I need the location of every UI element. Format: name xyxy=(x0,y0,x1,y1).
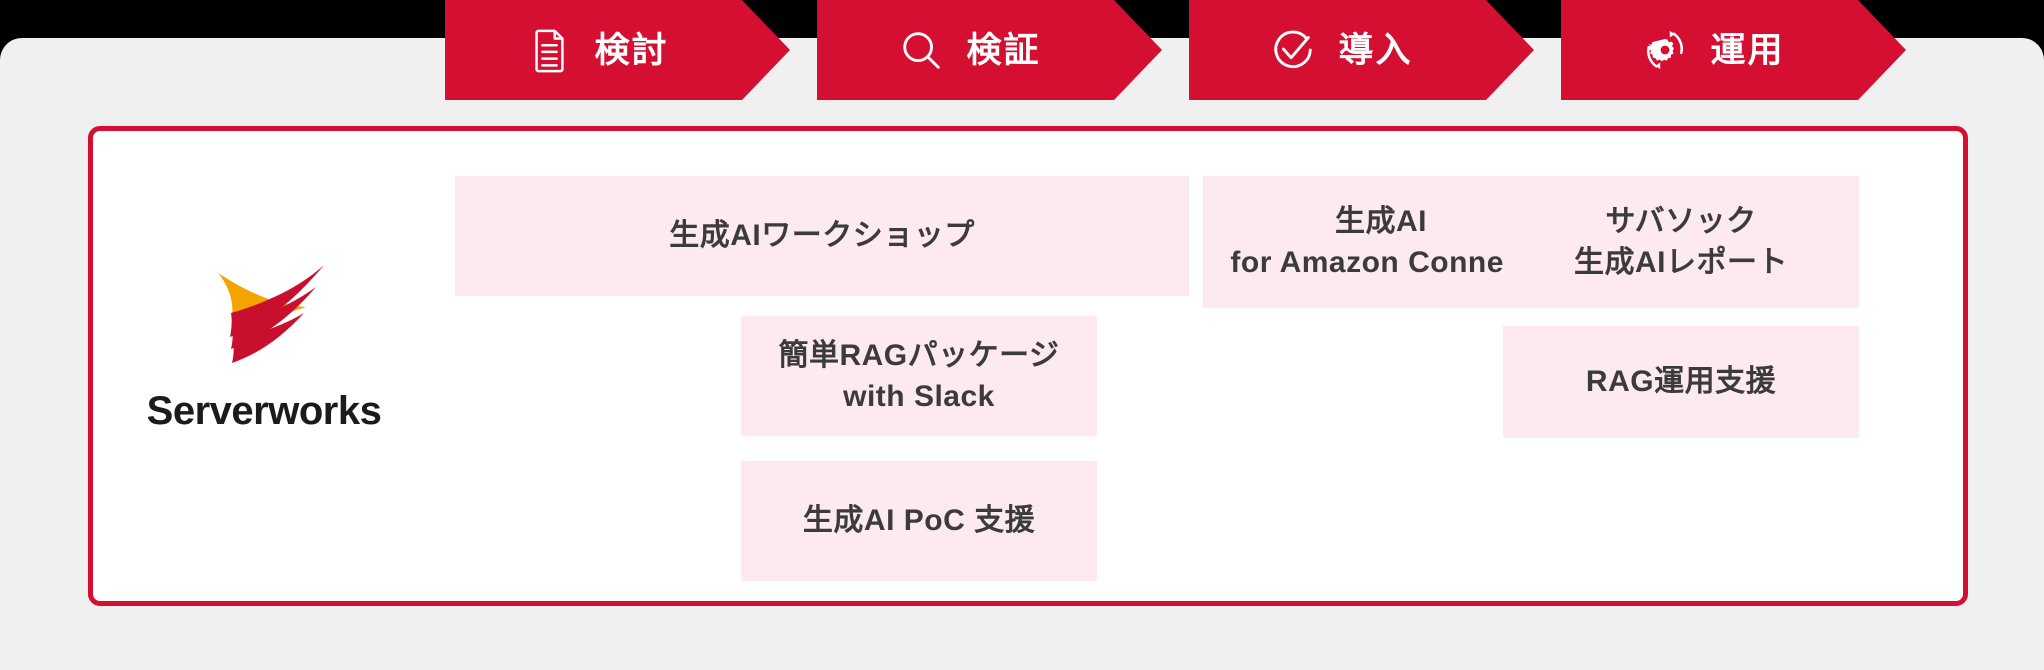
document-icon xyxy=(526,27,572,73)
offerings-panel: Serverworks 生成AIワークショップ 生成AI for Amazon … xyxy=(88,126,1968,606)
offering-box-poc[interactable]: 生成AI PoC 支援 xyxy=(741,461,1097,581)
offering-label-rag-slack: 簡単RAGパッケージ with Slack xyxy=(778,338,1060,413)
offering-label-report: サバソック 生成AIレポート xyxy=(1574,204,1788,279)
offering-box-report[interactable]: サバソック 生成AIレポート xyxy=(1503,176,1859,308)
offering-box-rag-ops[interactable]: RAG運用支援 xyxy=(1503,326,1859,438)
serverworks-logo-mark xyxy=(218,265,324,363)
offering-box-workshop[interactable]: 生成AIワークショップ xyxy=(455,176,1189,296)
serverworks-logo-text: Serverworks xyxy=(146,389,382,433)
offering-box-rag-slack[interactable]: 簡単RAGパッケージ with Slack xyxy=(741,316,1097,436)
phase-label-verify: 検証 xyxy=(966,30,1041,70)
phase-label-consider: 検討 xyxy=(594,30,669,70)
phase-chevron-introduce[interactable]: 導入 xyxy=(1189,0,1534,100)
check-circle-icon xyxy=(1270,27,1316,73)
offering-label-workshop: 生成AIワークショップ xyxy=(669,219,975,253)
offering-label-connect: 生成AI for Amazon Connect xyxy=(1230,204,1532,279)
phase-chevron-verify[interactable]: 検証 xyxy=(817,0,1162,100)
phase-label-introduce: 導入 xyxy=(1338,30,1413,70)
phase-chevron-consider[interactable]: 検討 xyxy=(445,0,790,100)
offering-label-poc: 生成AI PoC 支援 xyxy=(802,504,1036,538)
phase-chevron-operate[interactable]: 運用 xyxy=(1561,0,1906,100)
phase-label-operate: 運用 xyxy=(1710,30,1785,70)
search-icon xyxy=(898,27,944,73)
gear-refresh-icon xyxy=(1642,27,1688,73)
serverworks-logo: Serverworks xyxy=(119,251,409,441)
phase-chevron-strip: 検討 検証 導入 運用 xyxy=(0,0,2044,100)
offering-label-rag-ops: RAG運用支援 xyxy=(1585,365,1777,399)
